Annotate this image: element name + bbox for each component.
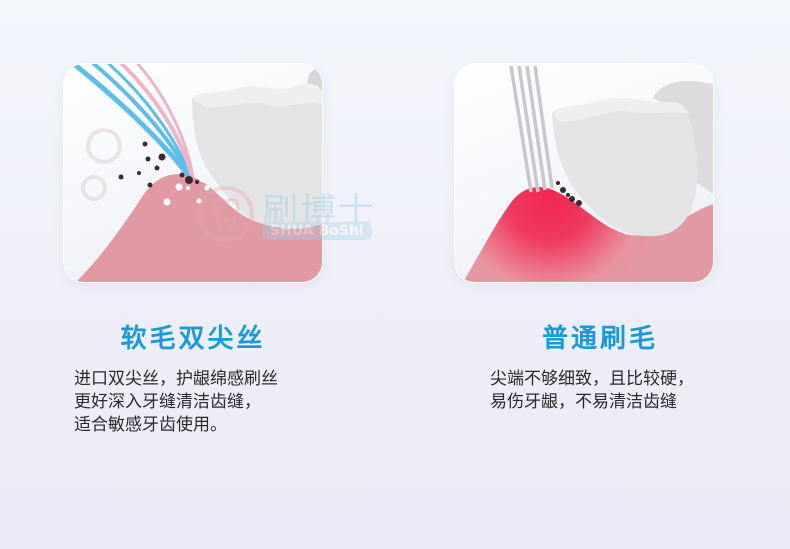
ordinary-bristle-title: 普通刷毛 [541, 324, 658, 354]
brand-watermark: 刷博士 SHUA BoShi [196, 182, 376, 246]
bubble-icon [81, 175, 107, 201]
ordinary-bristle-illustration-card [455, 64, 713, 282]
watermark-en-text: SHUA BoShi [262, 222, 372, 240]
watermark-cn-text: 刷博士 [262, 191, 377, 232]
soft-bristle-description: 进口双尖丝，护龈绵感刷丝 更好深入牙缝清洁齿缝， 适合敏感牙齿使用。 [74, 368, 354, 437]
description-line: 进口双尖丝，护龈绵感刷丝 [74, 369, 278, 389]
ordinary-bristle-illustration [463, 65, 713, 282]
soft-bristle-illustration-card [64, 64, 322, 282]
bubble-icon [86, 128, 122, 164]
description-line: 尖端不够细致，且比较硬， [490, 369, 694, 389]
soft-bristle-title: 软毛双尖丝 [120, 324, 266, 354]
tooth-logo-icon [198, 186, 254, 242]
ordinary-bristle-description: 尖端不够细致，且比较硬， 易伤牙龈，不易清洁齿缝 [490, 368, 770, 414]
description-line: 适合敏感牙齿使用。 [74, 415, 227, 435]
soft-bristle-illustration [71, 64, 322, 282]
description-line: 更好深入牙缝清洁齿缝， [74, 392, 261, 412]
description-line: 易伤牙龈，不易清洁齿缝 [490, 392, 677, 412]
